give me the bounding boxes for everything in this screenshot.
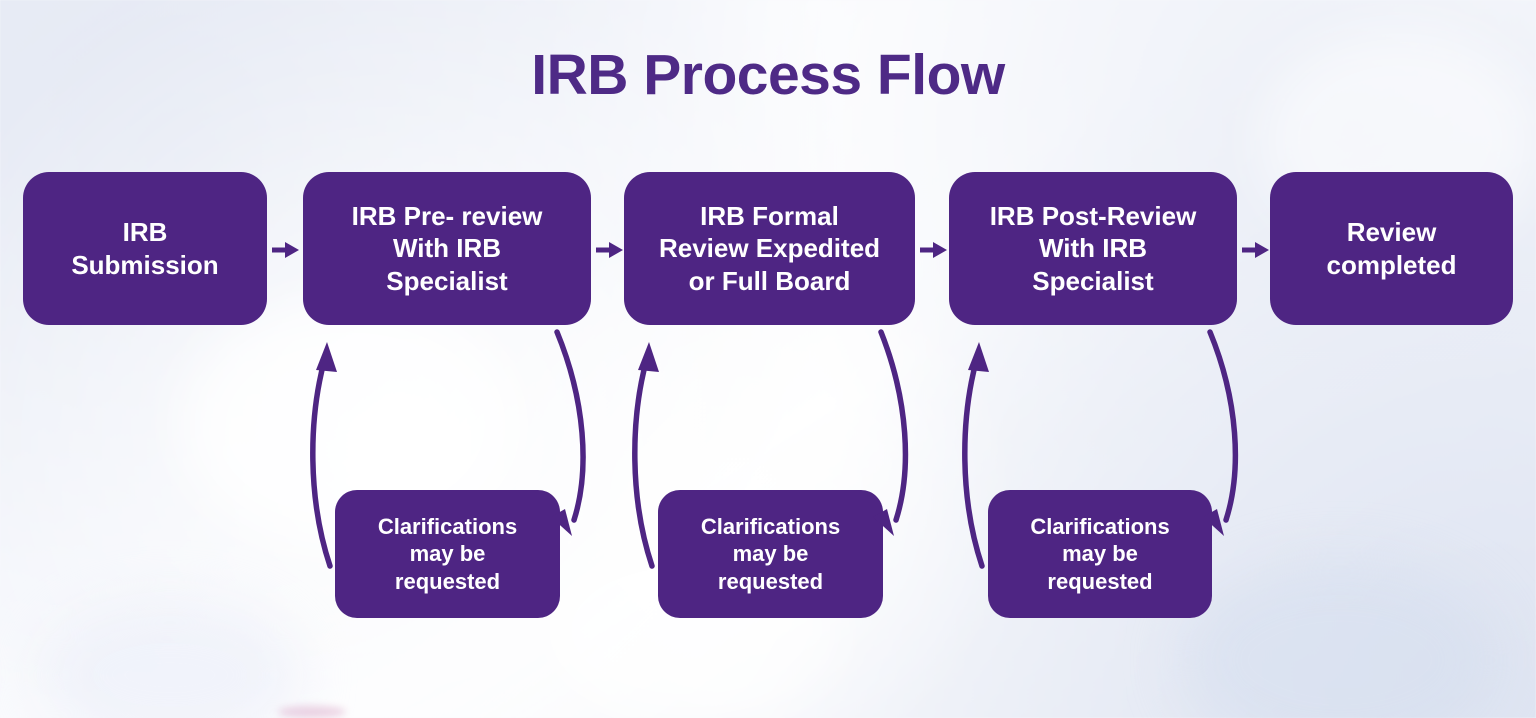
flow-node-irb-submission[interactable]: IRB Submission [23, 172, 267, 325]
flow-node-clarification-1[interactable]: Clarifications may be requested [335, 490, 560, 618]
background-smudge [278, 706, 346, 718]
flow-node-irb-formal-review[interactable]: IRB Formal Review Expedited or Full Boar… [624, 172, 915, 325]
flow-node-clarification-2[interactable]: Clarifications may be requested [658, 490, 883, 618]
page-title: IRB Process Flow [531, 43, 1005, 107]
flow-node-clarification-3[interactable]: Clarifications may be requested [988, 490, 1212, 618]
flow-node-irb-pre-review[interactable]: IRB Pre- review With IRB Specialist [303, 172, 591, 325]
flow-node-review-completed[interactable]: Review completed [1270, 172, 1513, 325]
flow-node-irb-post-review[interactable]: IRB Post-Review With IRB Specialist [949, 172, 1237, 325]
